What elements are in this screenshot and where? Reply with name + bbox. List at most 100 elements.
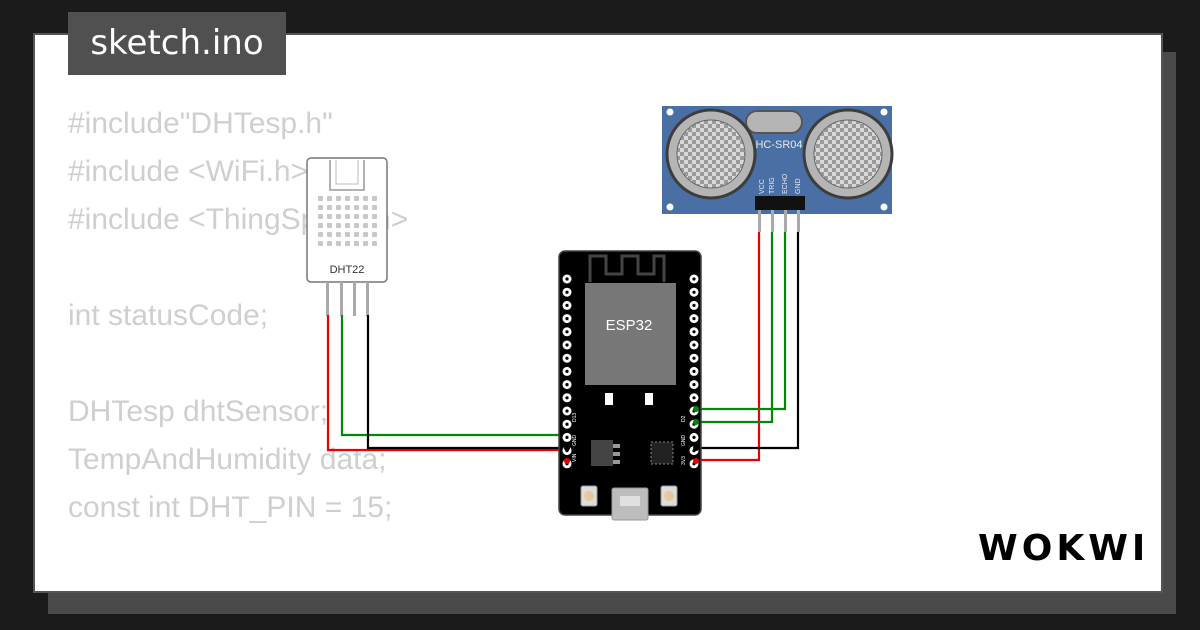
vent-hole xyxy=(345,196,350,201)
esp32-label: ESP32 xyxy=(606,317,653,334)
sonar-pin-label: GND xyxy=(795,178,802,194)
vent-hole xyxy=(318,205,323,210)
pin-hole-center xyxy=(692,277,696,281)
wokwi-logo[interactable]: WOKWI xyxy=(978,528,1150,569)
file-tab[interactable]: sketch.ino xyxy=(68,12,286,75)
vent-hole xyxy=(354,205,359,210)
vent-hole xyxy=(336,214,341,219)
vent-hole xyxy=(327,205,332,210)
pin-hole-center xyxy=(692,303,696,307)
vent-hole xyxy=(372,241,377,246)
code-line: DHTesp dhtSensor; xyxy=(68,395,329,428)
vent-hole xyxy=(318,214,323,219)
dht-label: DHT22 xyxy=(330,264,365,276)
esp32-pin-header-left xyxy=(562,274,572,469)
esp32-board[interactable]: ESP32 D13 GND VIN D2 GND 3V3 xyxy=(558,250,702,521)
pin-hole-center xyxy=(692,435,696,439)
vent-hole xyxy=(327,196,332,201)
vent-hole xyxy=(336,223,341,228)
vent-hole xyxy=(372,223,377,228)
pin-hole-center xyxy=(692,356,696,360)
pin-hole-center xyxy=(565,422,569,426)
pin-hole-center xyxy=(692,383,696,387)
pin-hole-center xyxy=(565,303,569,307)
vent-hole xyxy=(354,214,359,219)
pin-hole-center xyxy=(565,330,569,334)
esp32-pin-header-right xyxy=(689,274,699,469)
vent-hole xyxy=(363,205,368,210)
vent-hole xyxy=(327,223,332,228)
vent-hole xyxy=(354,196,359,201)
sonar-pin-label: ECHO xyxy=(782,173,789,194)
vent-hole xyxy=(345,214,350,219)
pin-hole-center xyxy=(692,317,696,321)
svg-text:D2: D2 xyxy=(681,415,687,422)
esp32-silkscreen: D13 GND VIN D2 GND 3V3 xyxy=(572,413,687,465)
sonar-label: HC-SR04 xyxy=(755,139,802,151)
vent-hole xyxy=(363,241,368,246)
vent-hole xyxy=(336,232,341,237)
pin-hole-center xyxy=(692,343,696,347)
wire-dht-vcc[interactable] xyxy=(326,315,567,452)
code-line: TempAndHumidity data; xyxy=(68,443,387,476)
vent-hole xyxy=(363,223,368,228)
code-line: const int DHT_PIN = 15; xyxy=(68,491,393,524)
vent-hole xyxy=(372,214,377,219)
vent-hole xyxy=(363,232,368,237)
vent-hole xyxy=(345,223,350,228)
pin-hole-center xyxy=(565,277,569,281)
pin-hole-center xyxy=(565,396,569,400)
svg-text:VIN: VIN xyxy=(572,453,578,462)
wire-sonar-vcc[interactable] xyxy=(696,232,761,462)
vent-hole xyxy=(345,241,350,246)
sonar-pin-label: VCC xyxy=(759,179,766,194)
vent-hole xyxy=(372,205,377,210)
pin-hole-center xyxy=(565,435,569,439)
vent-hole xyxy=(363,196,368,201)
svg-text:D13: D13 xyxy=(572,413,578,422)
pin-hole-center xyxy=(565,343,569,347)
vent-hole xyxy=(336,205,341,210)
svg-text:GND: GND xyxy=(572,435,578,447)
vent-hole xyxy=(372,196,377,201)
vent-hole xyxy=(336,196,341,201)
vent-hole xyxy=(327,214,332,219)
code-line: int statusCode; xyxy=(68,299,269,332)
pin-hole-center xyxy=(692,369,696,373)
pin-hole-center xyxy=(565,317,569,321)
svg-text:GND: GND xyxy=(681,435,687,447)
file-name: sketch.ino xyxy=(90,23,264,63)
vent-hole xyxy=(354,241,359,246)
wire-endpoints xyxy=(564,406,699,464)
sonar-pin-label: TRIG xyxy=(769,177,776,194)
vent-hole xyxy=(363,214,368,219)
pin-hole-center xyxy=(565,383,569,387)
vent-hole xyxy=(318,196,323,201)
wire-sonar-trig[interactable] xyxy=(696,232,774,424)
vent-hole xyxy=(318,223,323,228)
code-line: #include <WiFi.h> xyxy=(68,155,309,188)
vent-hole xyxy=(327,241,332,246)
wire-sonar-echo[interactable] xyxy=(696,232,787,411)
pin-hole-center xyxy=(565,369,569,373)
pin-hole-center xyxy=(565,409,569,413)
code-line: #include"DHTesp.h" xyxy=(68,107,333,140)
hc-sr04-sensor[interactable]: HC-SR04 VCC TRIG ECHO GND xyxy=(662,106,894,232)
pin-hole-center xyxy=(565,290,569,294)
dht22-sensor[interactable]: DHT22 xyxy=(306,157,388,316)
wire-sonar-gnd[interactable] xyxy=(696,232,800,450)
wire-dht-gnd[interactable] xyxy=(366,315,567,450)
svg-text:3V3: 3V3 xyxy=(681,456,687,465)
pin-hole-center xyxy=(692,290,696,294)
vent-hole xyxy=(345,232,350,237)
vent-hole xyxy=(318,232,323,237)
vent-hole xyxy=(372,232,377,237)
vent-hole xyxy=(345,205,350,210)
vent-hole xyxy=(354,232,359,237)
vent-hole xyxy=(318,241,323,246)
pin-hole-center xyxy=(692,396,696,400)
vent-hole xyxy=(354,223,359,228)
dht-vent-grille xyxy=(318,196,377,246)
vent-hole xyxy=(327,232,332,237)
